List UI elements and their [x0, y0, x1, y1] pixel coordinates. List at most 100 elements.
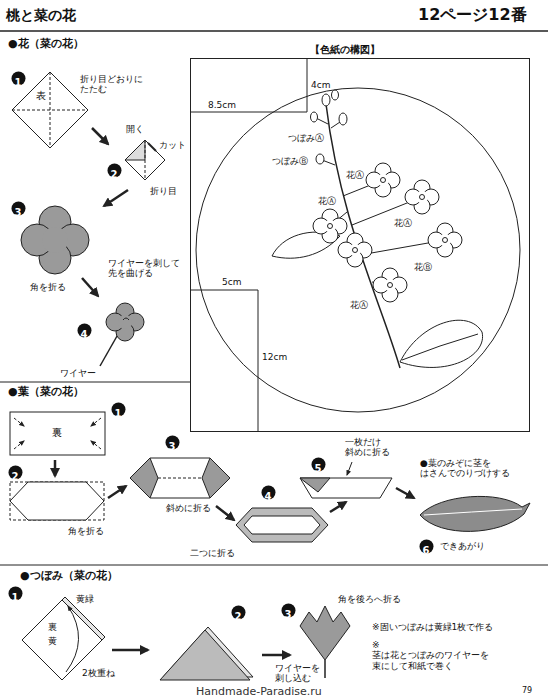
composition-drawing — [316, 154, 324, 164]
part-label: 花Ⓐ — [318, 196, 336, 206]
fold-instruction: 一枚だけ 斜めに折る — [345, 437, 390, 458]
leaf-step-1 — [91, 418, 101, 426]
leaf-step-1 — [14, 441, 24, 449]
step-number-text: 3 — [285, 607, 292, 622]
dimension: 8.5cm — [208, 100, 236, 110]
page-title: 桃と菜の花 — [6, 7, 76, 23]
watermark: Handmade-Paradise.ru — [196, 686, 322, 699]
step-number-text: 1 — [115, 406, 122, 421]
fold-instruction: 二つに折る — [190, 548, 235, 558]
composition-drawing — [366, 163, 400, 197]
step-number: 1 — [11, 71, 26, 86]
finish-label: できあがり — [440, 541, 485, 551]
color-label: 黄緑 — [76, 594, 94, 604]
fold-instruction: 2枚重ね — [82, 668, 115, 678]
flower-step-1 — [50, 72, 51, 148]
note: ※茎は花とつぼみのワイヤーを 束にして和紙で巻く — [372, 640, 489, 671]
bud-step-1 — [112, 649, 148, 652]
rule-line — [0, 565, 548, 566]
fold-instruction: ワイヤーを刺して 先を曲げる — [108, 258, 180, 279]
rule-line — [0, 31, 548, 565]
leaf-step-3 — [202, 458, 230, 498]
composition-drawing — [322, 94, 330, 106]
part-label: 花Ⓐ — [346, 170, 364, 180]
paper-side-label: 表 — [36, 90, 46, 102]
flower-step-4 — [118, 315, 132, 329]
dimension: 12cm — [262, 352, 287, 362]
frame-outline — [190, 58, 530, 432]
leaf-step-5 — [396, 488, 414, 498]
color-label: 黄 — [48, 636, 57, 646]
flower-step-3 — [21, 206, 98, 296]
composition-drawing — [331, 122, 340, 128]
rule-line — [0, 382, 190, 383]
part-label: つぼみⒷ — [272, 156, 308, 166]
leaf-step-5 — [347, 462, 352, 475]
part-label: 花Ⓐ — [350, 300, 368, 310]
leaf-step-1 — [10, 412, 105, 476]
paper-side-label: 裏 — [48, 622, 57, 632]
part-label: つぼみⒶ — [288, 133, 324, 143]
fold-instruction: 角を後ろへ折る — [338, 594, 401, 604]
page-number: 79 — [522, 686, 532, 695]
finished-leaf — [420, 496, 530, 531]
composition-drawing — [405, 180, 439, 214]
finished-leaf — [420, 496, 530, 531]
composition-drawing — [400, 320, 483, 367]
step-number: 3 — [165, 435, 180, 450]
flower-step-2 — [104, 190, 128, 206]
step-number: 3 — [11, 201, 26, 216]
composition-drawing — [332, 90, 339, 100]
composition-drawing — [316, 118, 328, 124]
fold-instruction: 折り目どおりに たたむ — [80, 74, 143, 95]
composition-drawing — [339, 113, 347, 125]
fold-instruction: ワイヤーを 刺し込む — [275, 663, 320, 684]
leaf-step-5 — [300, 478, 392, 498]
paper-side-label: 裏 — [52, 427, 62, 439]
flower-step-1 — [92, 128, 108, 144]
step-number-text: 3 — [169, 439, 176, 454]
leaf-step-3 — [158, 478, 202, 479]
assembly-note: ●葉のみぞに茎を はさんでのりづけする — [420, 458, 510, 479]
leaf-step-2 — [10, 482, 104, 520]
leaf-step-3 — [130, 458, 234, 520]
step-number: 5 — [311, 457, 326, 472]
page-reference: 12ページ12番 — [418, 6, 527, 24]
section-heading: ●葉（菜の花） — [8, 386, 84, 399]
leaf-step-3 — [130, 458, 230, 498]
leaf-step-1 — [10, 412, 105, 455]
finished-leaf — [424, 509, 522, 515]
composition-drawing — [190, 290, 258, 291]
composition-drawing — [338, 233, 372, 267]
fold-instruction: 角を折る — [68, 526, 104, 536]
step-number-text: 2 — [111, 167, 118, 182]
leaf-step-4 — [330, 502, 346, 512]
flower-step-2 — [148, 143, 156, 151]
leaf-step-4 — [236, 508, 328, 542]
bud-step-3 — [324, 660, 326, 678]
step-number-text: 2 — [235, 609, 242, 624]
flower-step-3 — [82, 278, 98, 296]
composition-drawing — [190, 58, 520, 432]
composition-drawing — [258, 290, 259, 432]
section-heading: ●花（菜の花） — [8, 38, 84, 51]
step-number-text: 4 — [81, 327, 88, 342]
step-number-text: 6 — [423, 543, 430, 558]
flower-step-4 — [123, 318, 129, 320]
bud-step-2 — [262, 654, 290, 657]
leaf-step-4 — [236, 502, 346, 542]
part-label: ワイヤー — [60, 368, 96, 378]
part-label: 花Ⓐ — [394, 218, 412, 228]
dimension: 5cm — [222, 277, 241, 287]
composition-drawing — [190, 112, 307, 113]
composition-drawing — [373, 268, 407, 302]
step-number: 1 — [8, 586, 23, 601]
fold-instruction: 折り目 — [150, 186, 177, 196]
rule-line — [0, 30, 548, 32]
step-number-text: 4 — [265, 489, 272, 504]
fold-instruction: 斜めに折る — [166, 503, 211, 513]
leaf-step-2 — [108, 486, 126, 498]
origami-illustration — [0, 31, 548, 680]
fold-instruction: カット — [159, 140, 186, 150]
leaf-step-2 — [10, 482, 126, 520]
